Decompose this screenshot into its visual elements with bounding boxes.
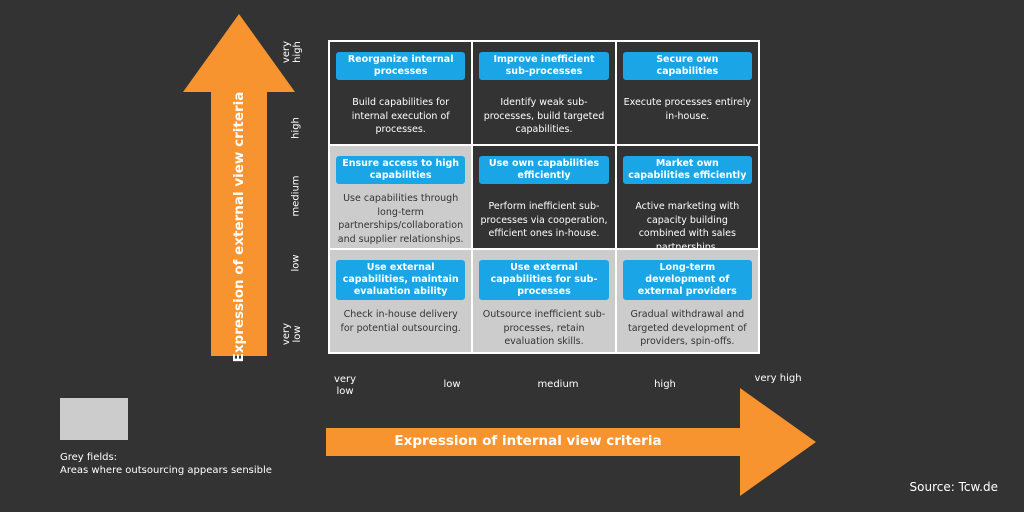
cell-title: Long-term development of external provid…: [622, 260, 752, 300]
source-credit: Source: Tcw.de: [909, 480, 999, 494]
vertical-arrow-shape: [183, 14, 295, 356]
cell-description: Check in-house delivery for potential ou…: [340, 309, 461, 334]
matrix-cell: Use external capabilities, maintain eval…: [330, 250, 472, 352]
matrix-cell: Ensure access to high capabilities Use c…: [330, 146, 472, 248]
matrix-cell: Use own capabilities efficiently Perform…: [473, 146, 615, 248]
vertical-arrow: [183, 14, 295, 356]
y-tick-medium: medium: [290, 175, 302, 217]
strategy-matrix: Reorganize internal processes Build capa…: [328, 40, 760, 354]
cell-description: Outsource inefficient sub-processes, ret…: [482, 309, 606, 347]
y-tick-very-low: very low: [281, 322, 303, 346]
cell-description: Perform inefficient sub-processes via co…: [480, 201, 608, 239]
horizontal-arrow: [326, 388, 816, 496]
cell-description: Active marketing with capacity building …: [635, 201, 740, 248]
x-tick-low: low: [443, 379, 461, 390]
cell-title: Reorganize internal processes: [336, 52, 466, 80]
matrix-cell: Market own capabilities efficiently Acti…: [616, 146, 758, 248]
y-tick-low: low: [290, 254, 302, 272]
cell-title: Improve inefficient sub-processes: [479, 52, 609, 80]
matrix-cell: Use external capabilities for sub-proces…: [473, 250, 615, 352]
cell-title: Secure own capabilities: [622, 52, 752, 80]
matrix-cell: Improve inefficient sub-processes Identi…: [473, 42, 615, 144]
cell-title: Use own capabilities efficiently: [479, 156, 609, 184]
x-tick-very-high: very high: [754, 373, 802, 384]
legend-text: Areas where outsourcing appears sensible: [60, 465, 272, 476]
legend-title: Grey fields:: [60, 452, 118, 463]
matrix-cell: Reorganize internal processes Build capa…: [330, 42, 472, 144]
cell-title: Ensure access to high capabilities: [336, 156, 466, 184]
x-tick-high: high: [654, 379, 676, 390]
y-axis-label: Expression of external view criteria: [231, 91, 247, 363]
matrix-cell: Secure own capabilities Execute processe…: [616, 42, 758, 144]
cell-title: Use external capabilities, maintain eval…: [336, 260, 466, 300]
legend-grey-swatch: [60, 398, 128, 440]
horizontal-arrow-shape: [326, 388, 816, 496]
matrix-cell: Long-term development of external provid…: [616, 250, 758, 352]
x-tick-very-low: very low: [333, 374, 357, 397]
x-axis-label: Expression of internal view criteria: [394, 433, 662, 449]
x-tick-medium: medium: [537, 379, 579, 390]
y-tick-high: high: [290, 117, 302, 139]
cell-description: Identify weak sub-processes, build targe…: [483, 97, 605, 135]
cell-title: Use external capabilities for sub-proces…: [479, 260, 609, 300]
y-tick-very-high: very high: [281, 40, 303, 64]
cell-description: Build capabilities for internal executio…: [351, 97, 450, 135]
cell-description: Execute processes entirely in-house.: [623, 97, 751, 122]
cell-description: Use capabilities through long-term partn…: [337, 193, 464, 245]
cell-description: Gradual withdrawal and targeted developm…: [628, 309, 747, 347]
cell-title: Market own capabilities efficiently: [622, 156, 752, 184]
